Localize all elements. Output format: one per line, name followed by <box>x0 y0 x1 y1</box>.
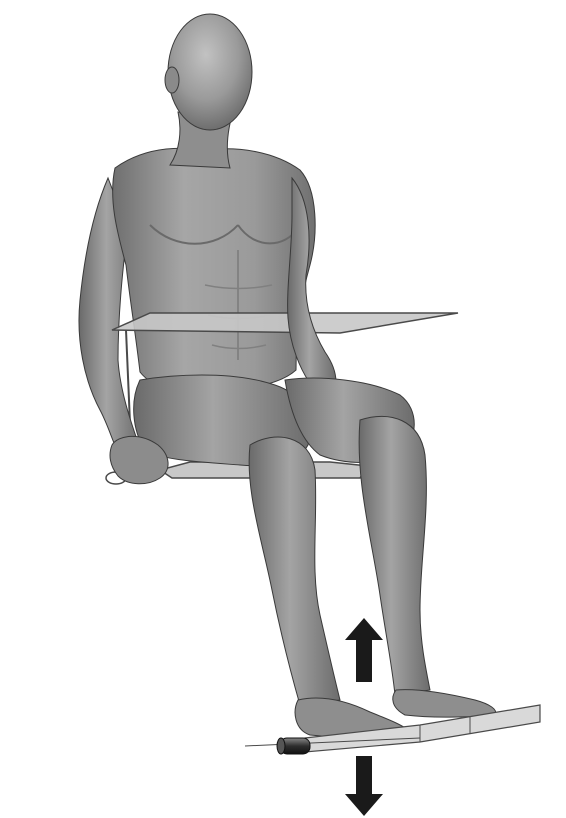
cylindrical-roller <box>277 738 310 754</box>
horizontal-backrest-plane <box>112 313 458 333</box>
torso <box>113 148 315 392</box>
arrow-up-icon <box>345 618 383 682</box>
arrow-down-icon <box>345 756 383 816</box>
